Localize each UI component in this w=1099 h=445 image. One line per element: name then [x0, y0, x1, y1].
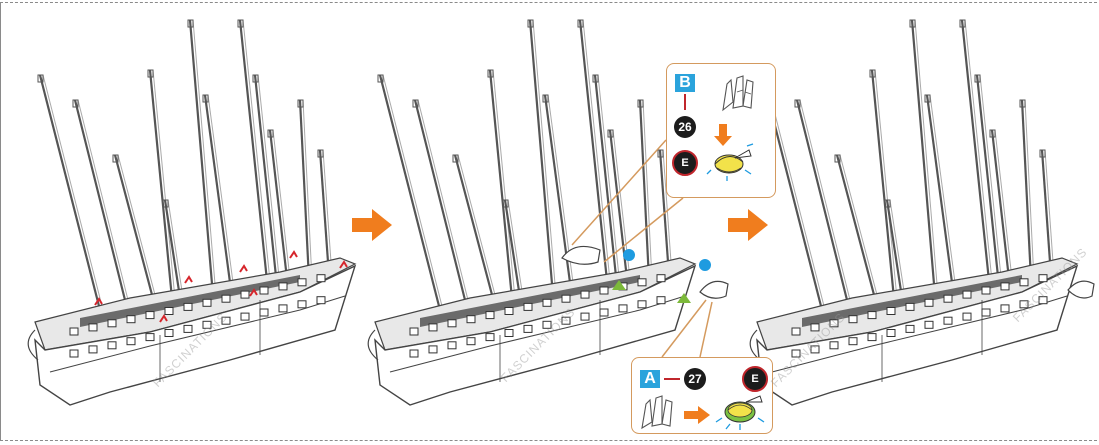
right-arrow-icon: [684, 406, 710, 424]
ship-step-3: [749, 19, 1095, 406]
connector-line: [684, 94, 686, 110]
part-number-26: 26: [674, 116, 696, 138]
glue-application-icon: [706, 143, 754, 181]
callout-a: A 27 E: [631, 357, 773, 434]
step-arrow-2: [728, 209, 768, 241]
down-arrow-icon: [714, 124, 732, 146]
ship-step-2: [367, 19, 729, 406]
part-letter-a: A: [640, 370, 660, 388]
tool-badge-e: E: [672, 150, 698, 176]
ship-step-1: [27, 19, 357, 406]
connector-line: [664, 378, 680, 380]
tool-badge-e: E: [742, 366, 768, 392]
step-arrow-1: [352, 209, 392, 241]
sail-parts-icon: [722, 75, 754, 112]
glue-application-icon: [715, 395, 765, 430]
callout-b: B 26 E: [666, 63, 776, 198]
part-number-27: 27: [684, 368, 706, 390]
sail-parts-icon: [641, 395, 673, 430]
part-letter-b: B: [675, 74, 695, 92]
